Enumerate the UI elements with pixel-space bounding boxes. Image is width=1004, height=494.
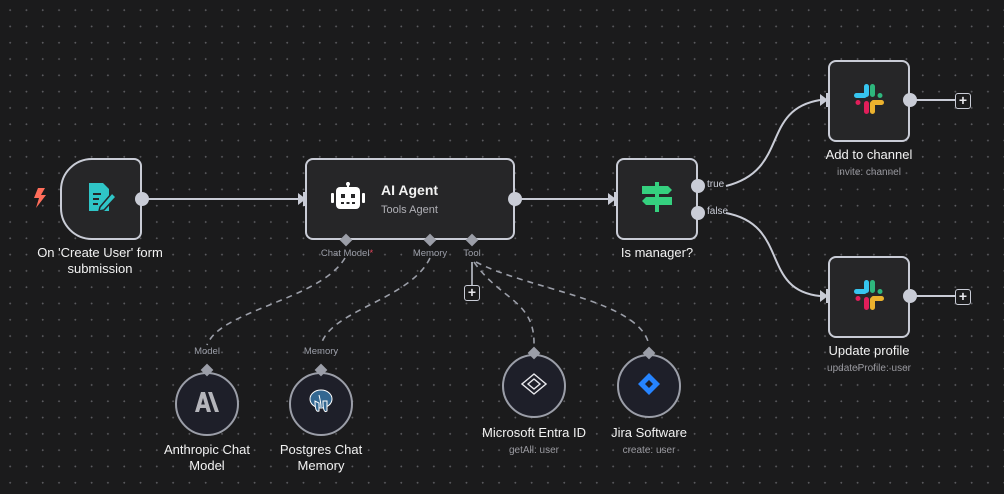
add-after-add-channel-button[interactable]: +: [955, 93, 971, 109]
update-profile-sublabel: updateProfile: user: [827, 363, 911, 374]
postgres-label-line1: Postgres Chat: [279, 442, 363, 457]
edge-memory-to-agent: [320, 257, 431, 346]
trigger-label-line2: submission: [67, 261, 133, 276]
anthropic-node-label: Anthropic Chat Model: [164, 442, 250, 474]
anthropic-port-label: Model: [194, 346, 220, 357]
node-anthropic-chat-model[interactable]: [175, 372, 239, 436]
slack-icon: [852, 82, 886, 121]
node-postgres-chat-memory[interactable]: [289, 372, 353, 436]
postgres-node-label: Postgres Chat Memory: [280, 442, 362, 474]
agent-output-handle[interactable]: [508, 192, 522, 206]
if-false-handle[interactable]: [691, 206, 705, 220]
anthropic-label-line2: Model: [189, 458, 225, 473]
port-tool-label: Tool: [463, 248, 481, 259]
signpost-icon: [640, 180, 674, 219]
jira-node-sublabel: create: user: [622, 445, 676, 456]
node-is-manager[interactable]: [616, 158, 698, 240]
postgres-port-label: Memory: [303, 346, 339, 357]
robot-icon: [331, 181, 365, 217]
edge-false-to-update-profile: [725, 212, 821, 297]
add-tool-button[interactable]: +: [464, 285, 480, 301]
anthropic-icon: [195, 391, 219, 417]
jira-node-label: Jira Software: [611, 425, 687, 440]
jira-icon: [637, 372, 661, 401]
slack-icon: [852, 278, 886, 317]
postgres-label-line2: Memory: [297, 458, 345, 473]
if-true-handle[interactable]: [691, 179, 705, 193]
update-profile-label: Update profile: [828, 343, 910, 358]
form-icon: [85, 181, 118, 218]
entra-icon: [520, 372, 548, 400]
trigger-node-label: On 'Create User' form submission: [37, 245, 163, 277]
node-update-profile[interactable]: [828, 256, 910, 338]
port-memory-label: Memory: [412, 248, 448, 259]
node-add-to-channel[interactable]: [828, 60, 910, 142]
node-microsoft-entra-id[interactable]: [502, 354, 566, 418]
required-asterisk: *: [369, 248, 374, 259]
if-node-label: Is manager?: [620, 245, 694, 260]
edge-model-to-agent: [206, 257, 346, 346]
agent-subtitle: Tools Agent: [381, 204, 438, 216]
trigger-label-line1: On 'Create User' form: [37, 245, 163, 260]
add-channel-label: Add to channel: [825, 147, 913, 162]
add-after-update-profile-button[interactable]: +: [955, 289, 971, 305]
edge-entra-to-tool: [473, 261, 535, 346]
node-form-trigger[interactable]: [60, 158, 142, 240]
lightning-icon: [33, 188, 47, 213]
node-jira-software[interactable]: [617, 354, 681, 418]
anthropic-label-line1: Anthropic Chat: [164, 442, 250, 457]
agent-title: AI Agent: [381, 182, 439, 198]
postgres-icon: [308, 389, 334, 420]
edge-jira-to-tool: [475, 261, 650, 346]
entra-node-sublabel: getAll: user: [508, 445, 560, 456]
entra-node-label: Microsoft Entra ID: [481, 425, 587, 440]
update-profile-output-handle[interactable]: [903, 289, 917, 303]
port-chat-model-label: Chat Model*: [321, 248, 373, 259]
chat-model-text: Chat Model: [320, 248, 370, 259]
branch-true-label: true: [707, 179, 725, 190]
branch-false-label: false: [707, 206, 729, 217]
add-channel-sublabel: invite: channel: [837, 167, 901, 178]
add-channel-output-handle[interactable]: [903, 93, 917, 107]
trigger-output-handle[interactable]: [135, 192, 149, 206]
edge-true-to-add-channel: [725, 99, 821, 187]
node-ai-agent[interactable]: AI Agent Tools Agent: [305, 158, 515, 240]
